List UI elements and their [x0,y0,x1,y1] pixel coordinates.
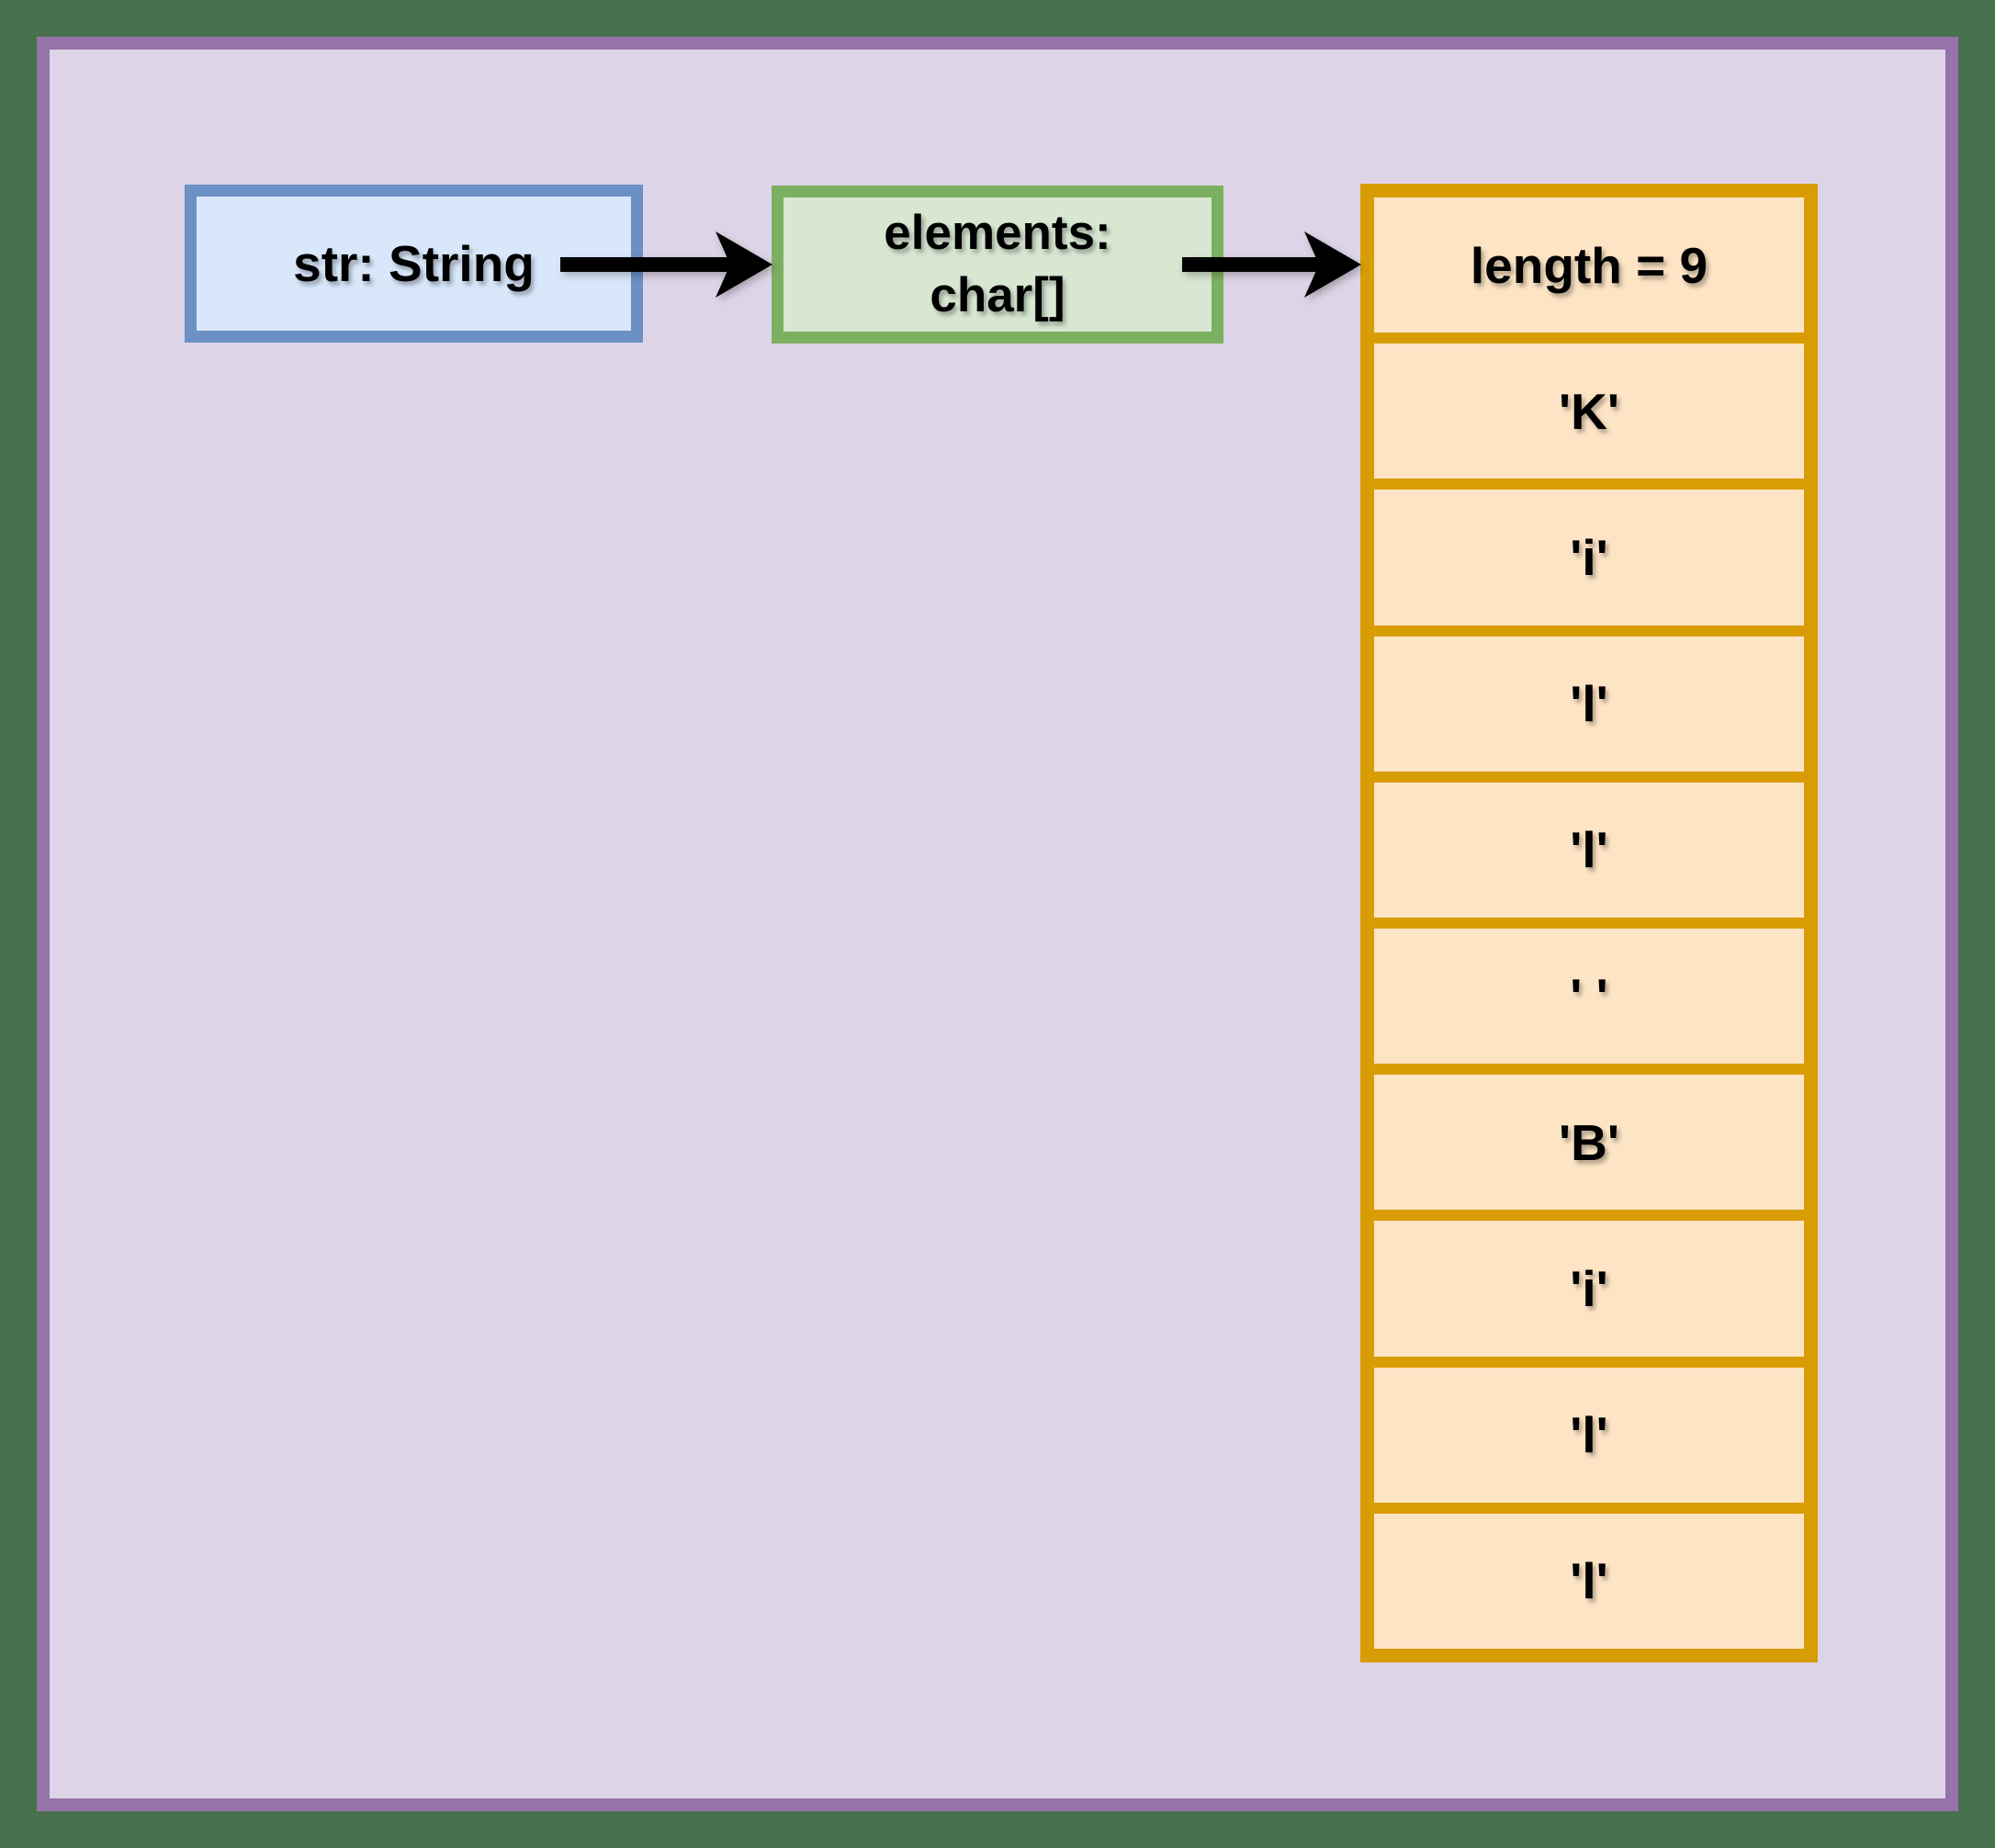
array-char-cell: 'B' [1374,1075,1804,1211]
array-char-cell: ' ' [1374,929,1804,1065]
char-array-box: length = 9 'K''i''l''l'' ''B''i''l''l' [1360,184,1818,1662]
array-char-cell: 'i' [1374,1221,1804,1357]
array-length-cell: length = 9 [1374,197,1804,333]
elements-label-line1: elements: [884,206,1111,261]
array-char-cell: 'l' [1374,1513,1804,1650]
array-char-cell: 'l' [1374,782,1804,918]
array-char-cell: 'K' [1374,344,1804,479]
array-char-cell: 'l' [1374,1367,1804,1503]
str-variable-box: str: String [185,185,643,343]
str-variable-label: str: String [293,235,535,292]
array-char-cell: 'l' [1374,636,1804,772]
array-char-cell: 'i' [1374,490,1804,625]
elements-field-box: elements: char[] [772,186,1223,344]
elements-label-line2: char[] [930,268,1065,322]
